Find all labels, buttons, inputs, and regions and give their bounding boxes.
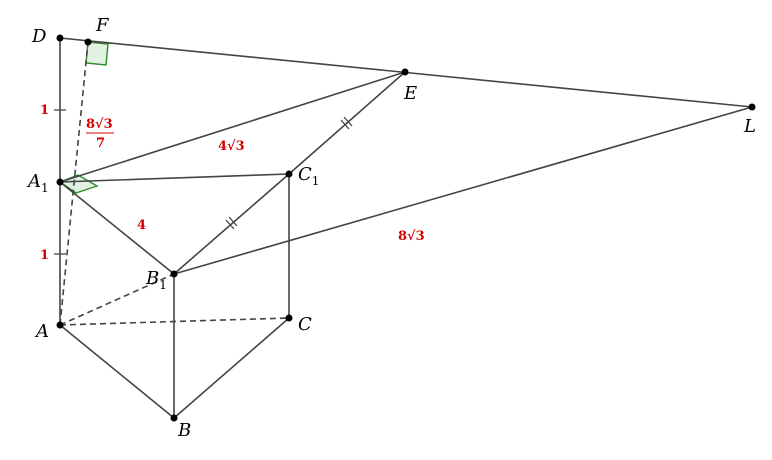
edge-B-C — [173, 317, 290, 419]
label-A1: A1 — [26, 171, 49, 195]
measure-A1F-numerator: 8√3 — [86, 117, 113, 132]
dashed-A-F — [59, 41, 89, 326]
label-D: D — [31, 26, 47, 47]
edge-B1-L — [173, 106, 753, 275]
point-D — [56, 34, 64, 42]
double-tick-B1-C1-2 — [228, 216, 238, 227]
dashed-A-C — [59, 317, 290, 326]
point-E — [401, 68, 409, 76]
measure-A1E: 4√3 — [218, 139, 245, 154]
point-L — [748, 103, 756, 111]
label-B1: B1 — [145, 268, 167, 292]
edge-C1-E — [288, 71, 406, 175]
double-tick-B1-C1-1 — [225, 219, 235, 230]
point-B — [170, 414, 178, 422]
label-F: F — [95, 15, 110, 36]
edge-A1-B1 — [59, 181, 175, 275]
point-A — [56, 321, 64, 329]
right-angle-marker-f — [85, 41, 109, 66]
edge-A-B — [59, 324, 175, 419]
label-L: L — [743, 116, 756, 137]
label-B1-main: B — [145, 268, 159, 289]
label-C1-sub: 1 — [312, 174, 320, 188]
point-C — [285, 314, 293, 322]
label-A1-sub: 1 — [41, 181, 49, 195]
label-C1-main: C — [298, 164, 312, 185]
label-A: A — [34, 321, 49, 342]
label-C: C — [298, 314, 312, 335]
measure-A1B1: 4 — [137, 218, 146, 233]
label-C1: C1 — [298, 164, 319, 188]
right-angle-marker-a1 — [58, 174, 99, 194]
label-E: E — [403, 83, 417, 104]
edge-B1-C1 — [173, 173, 290, 275]
measure-AL: 8√3 — [398, 229, 425, 244]
label-B1-sub: 1 — [159, 278, 167, 292]
point-C1 — [285, 170, 293, 178]
point-B1 — [170, 270, 178, 278]
measure-DA1: 1 — [40, 103, 49, 118]
label-A1-main: A — [26, 171, 41, 192]
point-F — [84, 38, 92, 46]
measure-A1A: 1 — [40, 248, 49, 263]
measure-A1F-denominator: 7 — [96, 136, 105, 151]
dashed-A-B1L — [59, 273, 175, 326]
edge-A1-C1 — [59, 173, 290, 183]
edge-A1-E — [59, 71, 406, 183]
label-B: B — [177, 420, 191, 441]
point-A1 — [56, 178, 64, 186]
double-tick-C1-E-1 — [340, 119, 350, 130]
double-tick-C1-E-2 — [343, 116, 353, 127]
